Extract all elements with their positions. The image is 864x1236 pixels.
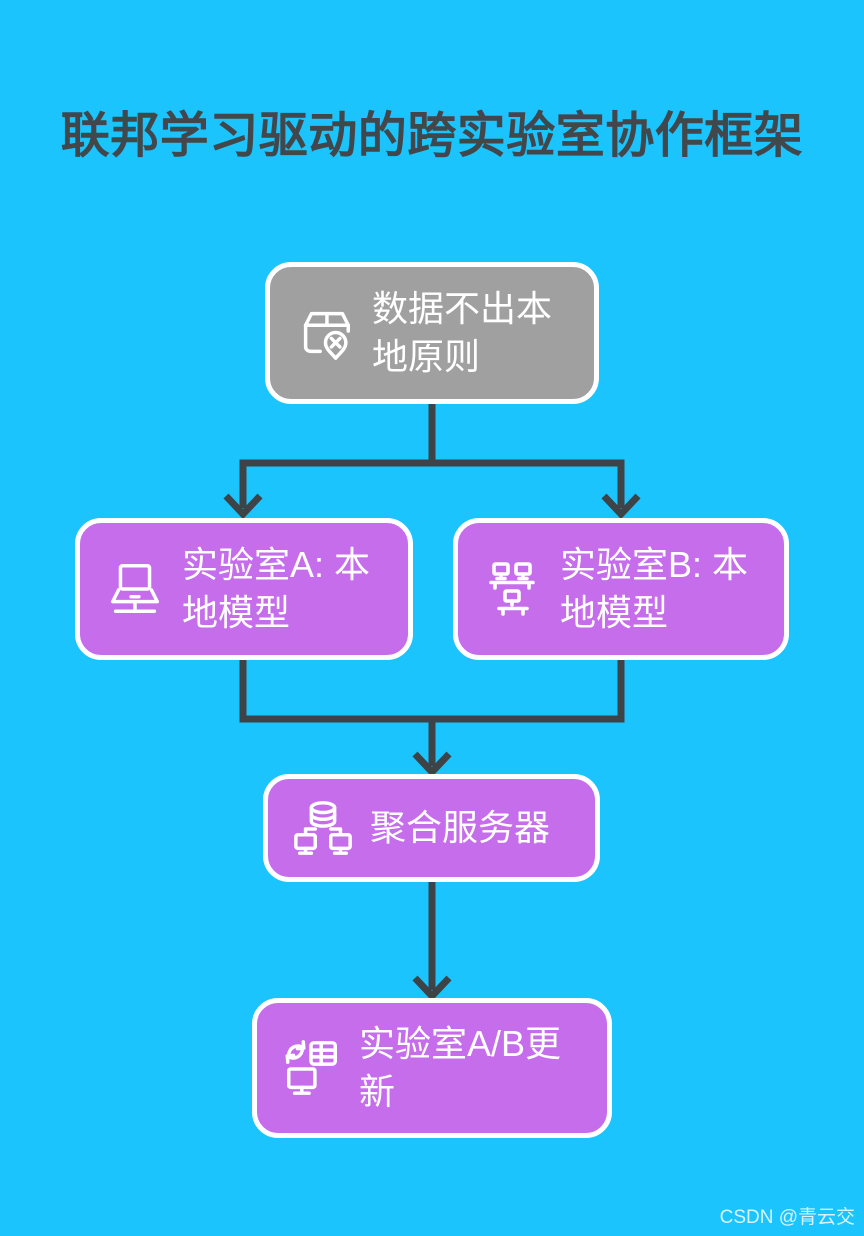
- sync-update-icon: [281, 1035, 343, 1101]
- node-lab-b: 实验室B: 本 地模型: [453, 518, 789, 660]
- node-lab-a: 实验室A: 本 地模型: [75, 518, 413, 660]
- node-label: 实验室A/B更 新: [359, 1023, 562, 1112]
- node-label: 实验室B: 本 地模型: [560, 544, 749, 633]
- node-data-principle: 数据不出本 地原则: [265, 262, 599, 404]
- node-aggregation-server: 聚合服务器: [263, 774, 600, 882]
- node-label: 数据不出本 地原则: [372, 288, 553, 377]
- database-network-icon: [292, 795, 354, 861]
- laptop-icon: [104, 556, 166, 622]
- flow-arrow-principle-to-labs: [223, 400, 641, 520]
- node-label: 实验室A: 本 地模型: [182, 544, 371, 633]
- page-title: 联邦学习驱动的跨实验室协作框架: [60, 109, 804, 163]
- flow-arrow-labs-to-server: [239, 657, 625, 778]
- watermark: CSDN @青云交: [719, 1207, 855, 1228]
- node-lab-update: 实验室A/B更 新: [252, 998, 612, 1138]
- flow-arrow-server-to-update: [412, 879, 452, 1002]
- package-x-icon: [294, 300, 356, 366]
- workstations-icon: [482, 556, 544, 622]
- node-label: 聚合服务器: [370, 807, 551, 849]
